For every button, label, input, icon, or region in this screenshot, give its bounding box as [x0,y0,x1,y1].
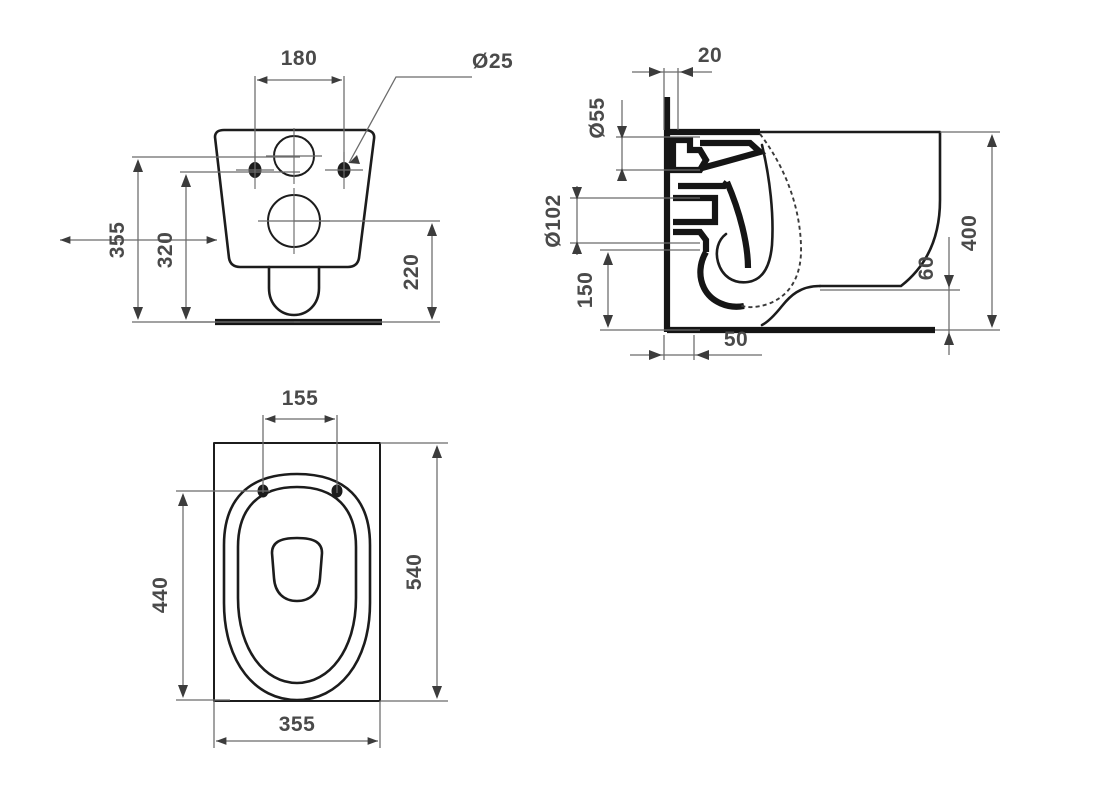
dimension-front-355: 355 [59,156,300,323]
dimension-front-d25: Ø25 [348,50,513,164]
dimension-front-320: 320 [154,171,300,323]
dimension-label-front-d25: Ø25 [472,50,513,73]
dimension-label-side-20: 20 [698,44,722,67]
side-trap-outlet [673,194,719,226]
dimension-label-front-180: 180 [281,47,318,70]
dimension-side-50: 50 [630,328,762,360]
side-bowl-underside [760,284,822,327]
dimension-side-60: 60 [820,237,960,355]
side-trap-wall-link [678,180,730,190]
dimension-label-front-320: 320 [154,232,177,269]
plan-bowl-aperture [270,536,324,603]
dimension-label-side-d102: Ø102 [542,194,565,247]
dimension-plan-440: 440 [149,490,270,701]
plan-seat-inner-ring [236,485,358,685]
dimension-front-220: 220 [294,220,440,323]
dimension-plan-155: 155 [262,387,338,493]
dimension-label-side-400: 400 [958,215,981,252]
dimension-label-plan-540: 540 [403,554,426,591]
side-trap-inner-curve [715,143,774,284]
front-bowl-outline [213,128,376,269]
side-flush-inlet [700,139,767,171]
side-section-view: 20 Ø55 Ø102 [542,44,1000,360]
side-trap-bottom [697,250,745,310]
front-flush-connection-circle [266,128,322,184]
dimension-label-side-60: 60 [915,256,938,280]
side-bowl-outer-profile [758,130,942,288]
side-trap-step [673,228,710,252]
dimension-label-plan-440: 440 [149,577,172,614]
dimension-front-180: 180 [254,47,345,172]
dimension-label-plan-355: 355 [279,713,316,736]
front-outlet-skirt [267,265,321,317]
dimension-side-400: 400 [935,131,1000,331]
front-elevation-view: 180 Ø25 355 [59,47,513,326]
dimension-side-150: 150 [574,249,700,331]
dimension-side-d102: Ø102 [542,186,700,255]
dimension-plan-355: 355 [213,701,381,748]
plan-seat-outer [222,472,372,702]
dimension-side-d55: Ø55 [586,97,700,181]
dimension-label-side-50: 50 [724,328,748,351]
dimension-label-front-355: 355 [106,222,129,259]
dimension-label-side-d55: Ø55 [586,97,609,138]
dimension-plan-540: 540 [380,442,448,702]
dimension-label-plan-155: 155 [282,387,319,410]
side-trap-wall [724,180,752,269]
dimension-label-side-150: 150 [574,272,597,309]
side-trap-hidden-edge [739,133,802,309]
dimension-side-20: 20 [632,44,722,130]
plan-view: 155 440 540 [149,387,448,748]
dimension-label-front-220: 220 [400,254,423,291]
